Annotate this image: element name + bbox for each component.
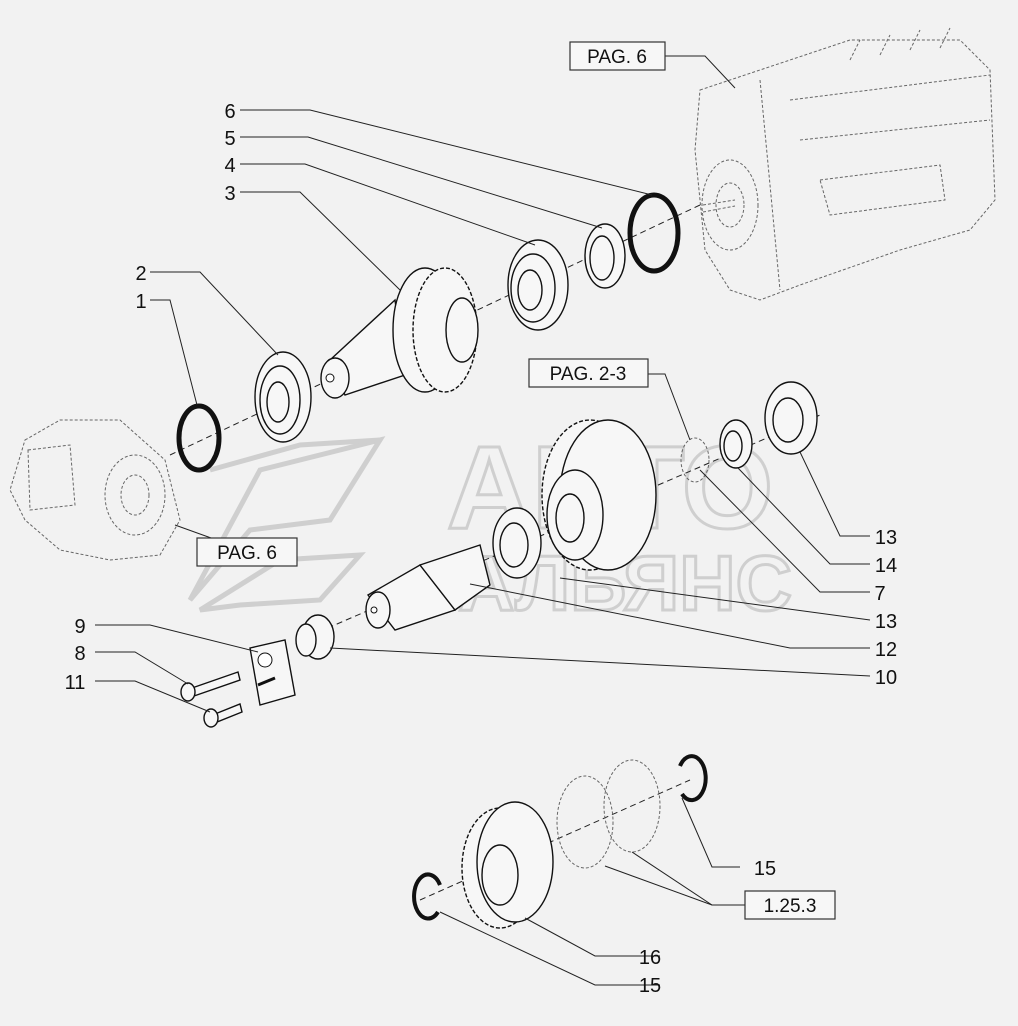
callout-10: 10 <box>875 667 897 689</box>
part-6-oring <box>627 192 681 274</box>
part-13-bearing-lower <box>492 507 542 579</box>
part-3-gear-shaft <box>320 267 479 399</box>
transmission-housing <box>694 27 996 301</box>
watermark-emblem <box>187 436 386 613</box>
part-13-bearing-upper <box>764 381 818 455</box>
callout-6: 6 <box>224 101 235 123</box>
callout-13-upper: 13 <box>875 527 897 549</box>
part-7-spacer <box>719 419 753 469</box>
part-5-spacer <box>584 223 626 289</box>
part-1-oring <box>176 403 222 473</box>
watermark: АВТО АЛЬЯНС <box>187 421 793 629</box>
ref-box-left-label: PAG. 6 <box>217 543 277 564</box>
ref-box-left[interactable]: PAG. 6 <box>196 537 298 567</box>
part-12-shaft <box>365 544 491 631</box>
part-15-circlip-right <box>678 754 708 803</box>
part-9-lock-plate <box>249 639 296 706</box>
part-14-ring-ghost <box>680 437 710 483</box>
callout-15-left: 15 <box>639 975 661 997</box>
callout-labels: 6 5 4 3 2 1 9 8 11 13 14 7 13 12 10 15 1… <box>65 101 898 997</box>
callout-7: 7 <box>874 583 885 605</box>
callout-2: 2 <box>135 263 146 285</box>
ref-box-mid-label: PAG. 2-3 <box>550 364 627 385</box>
part-10-plug <box>295 614 335 660</box>
callout-14: 14 <box>875 555 897 577</box>
leader-lines <box>95 55 871 986</box>
callout-3: 3 <box>224 183 235 205</box>
callout-16: 16 <box>639 947 661 969</box>
callout-5: 5 <box>224 128 235 150</box>
callout-9: 9 <box>74 616 85 638</box>
callout-12: 12 <box>875 639 897 661</box>
callout-8: 8 <box>74 643 85 665</box>
callout-13-lower: 13 <box>875 611 897 633</box>
part-8-bolt <box>180 671 241 702</box>
pump-housing <box>9 419 181 561</box>
ref-box-bottom-label: 1.25.3 <box>764 896 817 917</box>
part-15-circlip-left <box>412 872 442 921</box>
bearing-1253-ghost <box>556 759 661 869</box>
ref-box-top-label: PAG. 6 <box>587 47 647 68</box>
part-16-gear <box>461 801 554 929</box>
callout-1: 1 <box>135 291 146 313</box>
ref-box-mid[interactable]: PAG. 2-3 <box>528 358 649 388</box>
callout-15-right: 15 <box>754 858 776 880</box>
ref-box-bottom[interactable]: 1.25.3 <box>744 890 836 920</box>
callout-11: 11 <box>65 672 86 694</box>
part-11-bolt <box>203 703 243 728</box>
large-gear <box>541 419 657 571</box>
callout-4: 4 <box>224 155 235 177</box>
ref-box-top[interactable]: PAG. 6 <box>569 41 666 71</box>
part-2-bearing <box>254 351 312 443</box>
part-4-bearing <box>507 239 569 331</box>
